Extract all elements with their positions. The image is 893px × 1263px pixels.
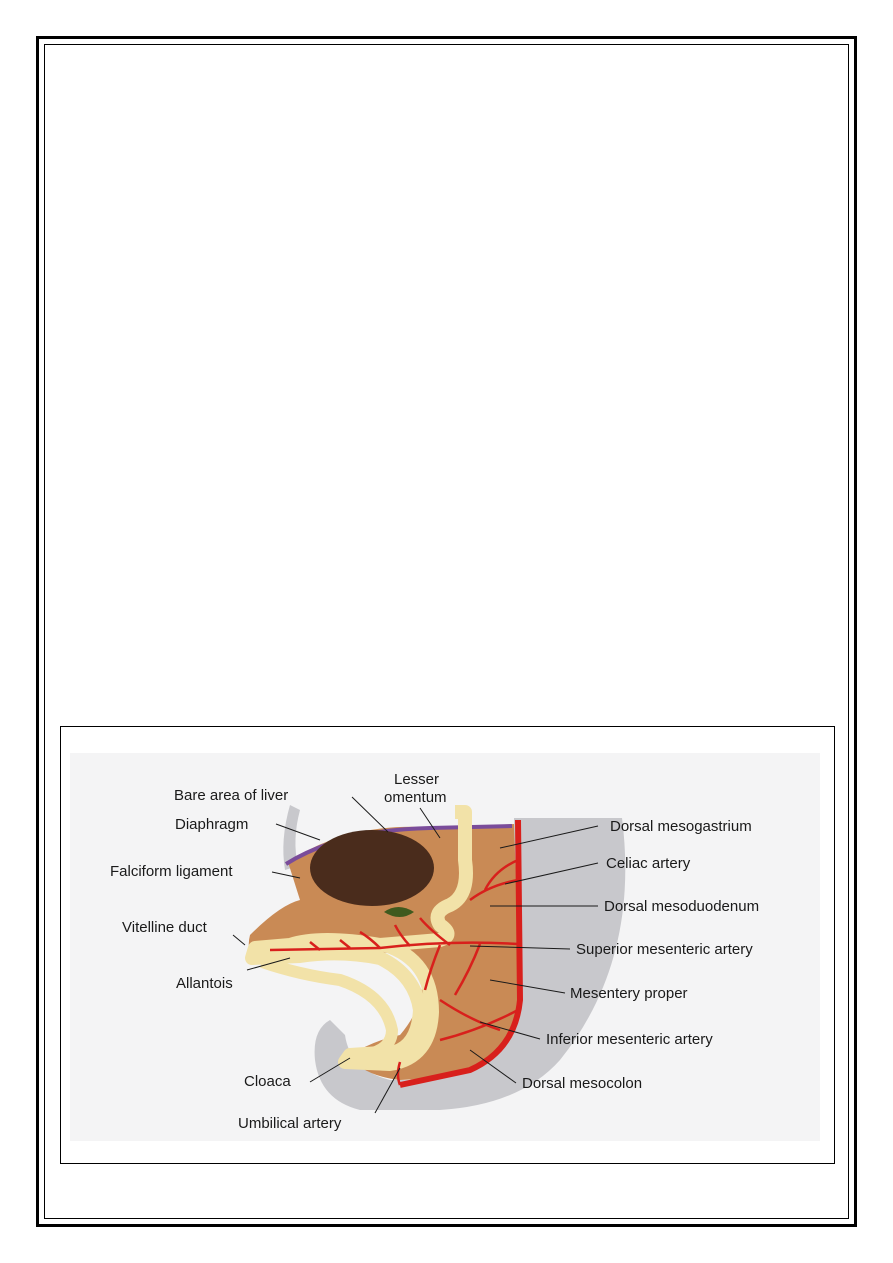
body-wall [314,818,626,1110]
label-lesser-omentum-line1: Lesser [394,771,439,788]
label-allantois: Allantois [176,975,233,992]
anterior-body-wall [283,805,300,870]
gut-tube-lower [260,956,399,1061]
gut-tube [245,805,473,1071]
label-dorsal-mesoduodenum: Dorsal mesoduodenum [604,898,759,915]
leader-lines [232,796,599,1114]
gallbladder [384,907,414,917]
label-celiac-artery: Celiac artery [606,855,691,872]
label-superior-mesenteric-artery: Superior mesenteric artery [576,941,753,958]
label-diaphragm: Diaphragm [175,816,248,833]
label-falciform-ligament: Falciform ligament [110,863,233,880]
label-cloaca: Cloaca [244,1073,291,1090]
label-inferior-mesenteric-artery: Inferior mesenteric artery [546,1031,713,1048]
liver [310,830,434,906]
label-dorsal-mesocolon: Dorsal mesocolon [522,1075,642,1092]
aorta [399,819,524,1088]
label-bare-area-of-liver: Bare area of liver [174,787,288,804]
label-umbilical-artery: Umbilical artery [238,1115,342,1132]
label-lesser-omentum-line2: omentum [384,789,447,806]
page-border-outer [36,36,857,1227]
label-mesentery-proper: Mesentery proper [570,985,688,1002]
page-border-inner [44,44,849,1219]
label-dorsal-mesogastrium: Dorsal mesogastrium [610,818,752,835]
label-vitelline-duct: Vitelline duct [122,919,208,936]
arterial-branches [269,858,519,1086]
